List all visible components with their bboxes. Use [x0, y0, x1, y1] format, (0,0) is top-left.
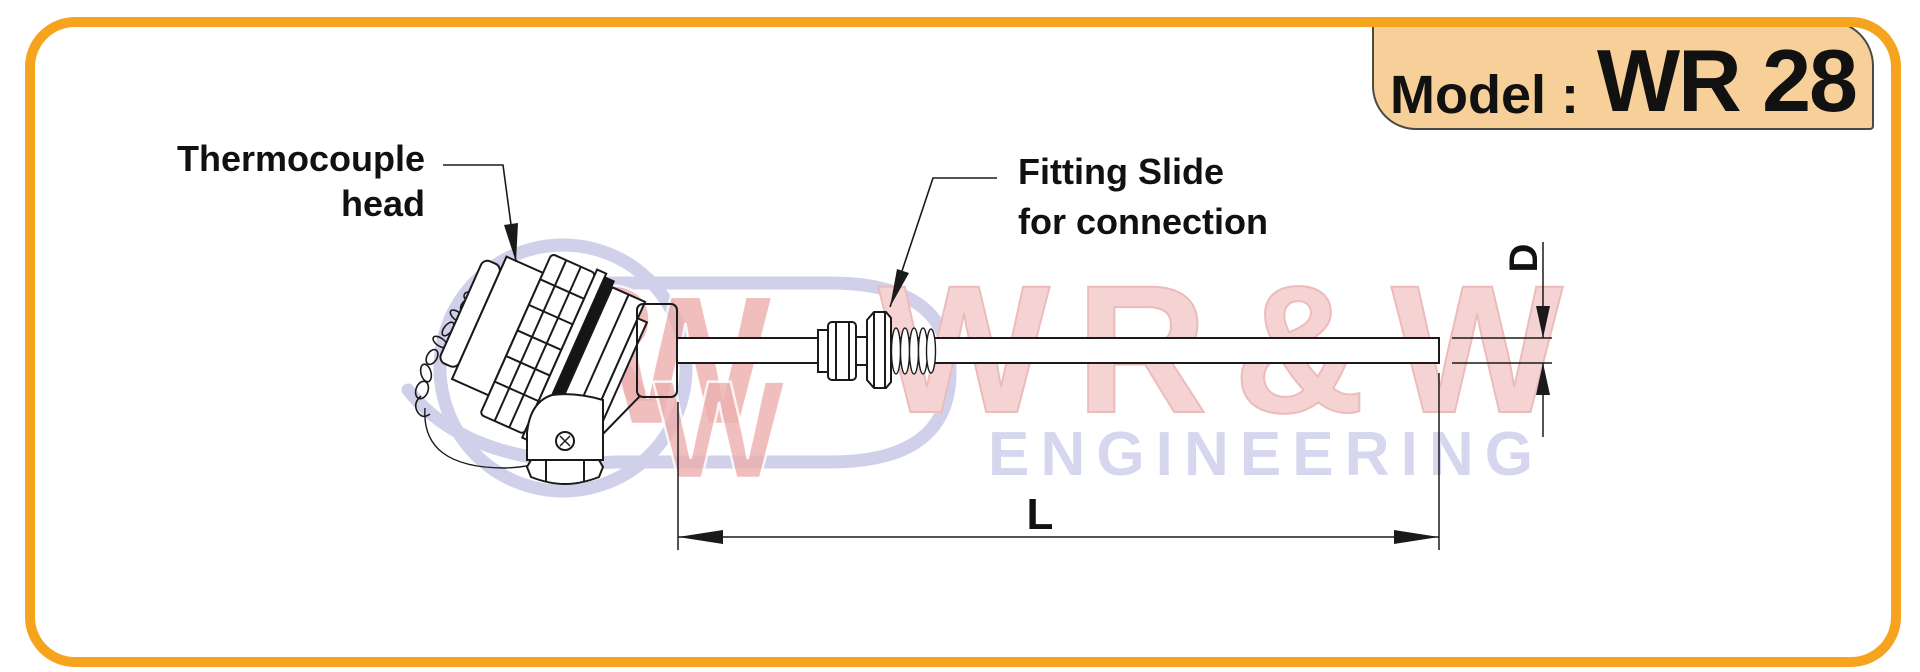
model-number: WR 28 — [1597, 31, 1858, 131]
fitting-slide-label-line2: for connection — [1018, 201, 1268, 242]
thermocouple-head-label-line2: head — [340, 183, 425, 224]
thermocouple-head-label-line1: Thermocouple — [176, 138, 425, 179]
d-arrow-up-icon — [1536, 363, 1550, 395]
fitting-hex-large — [866, 311, 892, 389]
thermocouple-leader-arrowhead-icon — [504, 223, 518, 262]
model-label: Model : — [1390, 65, 1580, 125]
bottom-hex-nut — [525, 459, 605, 486]
fitting-hex-small — [827, 321, 857, 381]
dimension-annotations — [677, 242, 1552, 550]
fitting-leader-line — [889, 177, 997, 308]
fitting-slide-label-line1: Fitting Slide — [1018, 151, 1224, 192]
fitting-threads — [890, 327, 937, 375]
model-tab: Model : WR 28 — [1372, 20, 1874, 130]
leader-lines — [443, 164, 997, 308]
probe-tube — [676, 337, 1440, 364]
terminal-block — [526, 393, 604, 461]
slide-fitting — [817, 311, 937, 389]
l-arrow-left-icon — [678, 530, 723, 544]
watermark-monogram-w2: W — [653, 351, 785, 508]
thermocouple-head-label: Thermocouple head — [150, 136, 425, 226]
thermocouple-assembly — [414, 253, 1440, 486]
fitting-leader-arrowhead-icon — [890, 269, 909, 307]
cone-lower-edge — [599, 395, 641, 438]
fitting-slide-label: Fitting Slide for connection — [1018, 147, 1268, 247]
thermocouple-leader-line — [443, 164, 517, 263]
watermark-subtitle-text: ENGINEERING — [988, 420, 1533, 489]
d-arrow-down-icon — [1536, 306, 1550, 338]
l-arrow-right-icon — [1394, 530, 1439, 544]
fitting-collar — [817, 329, 829, 373]
watermark-ring — [433, 238, 693, 498]
fitting-neck — [855, 336, 868, 366]
watermark-d-swoosh — [401, 276, 957, 469]
length-dimension-label: L — [1026, 490, 1054, 539]
diameter-dimension-label: D — [1502, 243, 1546, 273]
